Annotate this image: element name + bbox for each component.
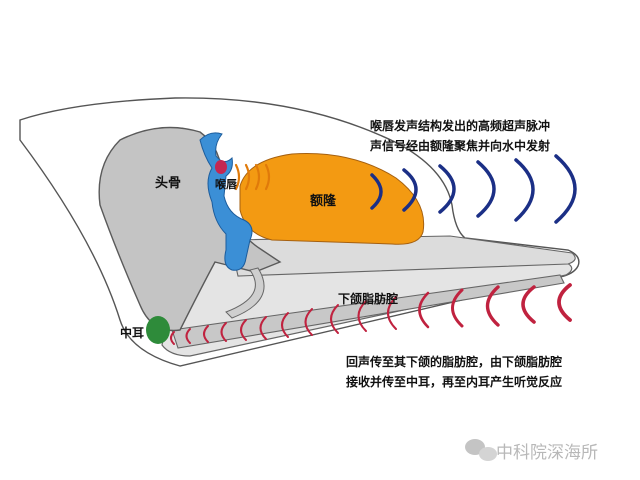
outgoing-wave [438,164,456,214]
internal-wave [234,163,241,191]
emit-description: 喉唇发声结构发出的高频超声脉冲 声信号经由额隆聚焦并向水中发射 [370,116,550,156]
outgoing-waves [370,154,577,224]
phonic-lips [215,160,227,174]
incoming-wave [418,291,430,329]
watermark-text: 中科院深海所 [496,443,598,463]
incoming-wave [451,288,464,328]
incoming-wave [387,296,397,330]
outgoing-wave [514,158,535,222]
rostrum [229,235,576,277]
jaw-hinge [225,267,265,319]
label-jaw-fat: 下颌脂肪腔 [338,292,399,306]
incoming-waves [170,283,572,345]
incoming-wave [357,300,367,332]
middle-ear [146,316,170,344]
emit-line-1: 喉唇发声结构发出的高频超声脉冲 [370,119,551,133]
skull [98,126,282,332]
internal-wave [254,163,261,191]
incoming-wave [281,312,289,338]
lower-jaw-bone [171,274,565,349]
internal-wave [264,163,271,191]
incoming-wave [170,331,175,345]
incoming-wave [185,328,191,344]
incoming-wave [240,319,247,341]
receive-line-1: 回声传至其下颌的脂肪腔，由下颌脂肪腔 [346,355,563,369]
incoming-wave [259,316,267,340]
emit-line-2: 声信号经由额隆聚焦并向水中发射 [370,139,551,153]
wechat-icon [465,439,497,461]
incoming-wave [220,322,227,342]
outgoing-wave [370,173,383,210]
outgoing-wave [476,160,496,218]
receive-description: 回声传至其下颌的脂肪腔，由下颌脂肪腔 接收并传至中耳，再至内耳产生听觉反应 [346,352,562,392]
label-phonic-lips: 喉唇 [215,178,237,191]
air-passage [199,132,253,271]
incoming-wave [485,285,500,327]
outgoing-wave [554,154,577,224]
incoming-wave [521,285,536,324]
incoming-wave [557,283,572,322]
incoming-wave [330,304,339,334]
internal-wave [244,163,251,191]
internal-waves [234,163,271,191]
receive-line-2: 接收并传至中耳，再至内耳产生听觉反应 [346,375,563,389]
incoming-wave [203,325,209,343]
outgoing-wave [402,168,418,212]
label-skull: 头骨 [155,176,182,191]
incoming-wave [304,308,313,336]
label-melon: 额隆 [310,194,337,209]
label-middle-ear: 中耳 [120,326,145,340]
